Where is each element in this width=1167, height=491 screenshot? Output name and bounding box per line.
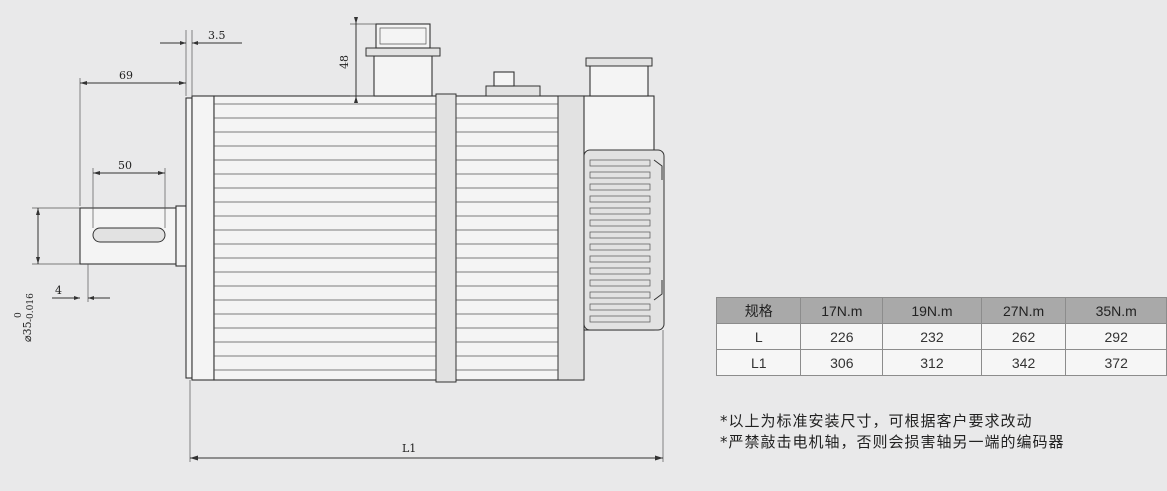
encoder-fin bbox=[589, 243, 651, 251]
encoder-fin bbox=[589, 219, 651, 227]
note-line: *严禁敲击电机轴，否则会损害轴另一端的编码器 bbox=[720, 433, 1065, 451]
note-line: *以上为标准安装尺寸，可根据客户要求改动 bbox=[720, 412, 1033, 430]
dim-key-length: 50 bbox=[118, 159, 132, 172]
spec-table: 规格 17N.m 19N.m 27N.m 35N.m L 226 232 262… bbox=[715, 297, 1167, 376]
encoder-fin bbox=[589, 291, 651, 299]
encoder-fin bbox=[589, 315, 651, 323]
encoder-fin bbox=[589, 183, 651, 191]
motor-shaft bbox=[79, 205, 189, 267]
shaft-diameter-base: ⌀35 bbox=[21, 321, 34, 342]
dim-shaft-to-flange: 69 bbox=[119, 69, 133, 82]
table-cell: 232 bbox=[882, 323, 982, 350]
dim-overall-length: L1 bbox=[402, 442, 416, 455]
table-cell: 306 bbox=[800, 349, 884, 376]
signal-connector bbox=[485, 71, 541, 97]
encoder-fin bbox=[589, 267, 651, 275]
motor-body bbox=[213, 93, 585, 383]
spec-table-header: 规格 17N.m 19N.m 27N.m 35N.m bbox=[715, 297, 1167, 324]
encoder-fin bbox=[589, 255, 651, 263]
encoder-fins bbox=[589, 159, 651, 323]
table-cell: 372 bbox=[1065, 349, 1167, 376]
encoder-fin bbox=[589, 231, 651, 239]
motor-flange bbox=[185, 95, 215, 381]
header-spec: 规格 bbox=[715, 297, 802, 324]
header-17nm: 17N.m bbox=[800, 297, 884, 324]
dim-key-offset: 4 bbox=[55, 284, 62, 297]
row-label: L1 bbox=[715, 349, 802, 376]
table-row: L1 306 312 342 372 bbox=[715, 349, 1167, 376]
dim-shaft-diameter: ⌀35 0 -0.016 bbox=[14, 293, 36, 342]
power-connector bbox=[365, 23, 441, 97]
table-cell: 262 bbox=[980, 323, 1067, 350]
dim-flange-thickness: 3.5 bbox=[208, 29, 226, 42]
encoder-fin bbox=[589, 195, 651, 203]
table-row: L 226 232 262 292 bbox=[715, 323, 1167, 350]
header-35nm: 35N.m bbox=[1065, 297, 1167, 324]
encoder-fin bbox=[589, 279, 651, 287]
shaft-tol-lower: -0.016 bbox=[26, 293, 36, 322]
encoder-fin bbox=[589, 207, 651, 215]
encoder-fin bbox=[589, 159, 651, 167]
notes: *以上为标准安装尺寸，可根据客户要求改动 *严禁敲击电机轴，否则会损害轴另一端的… bbox=[720, 411, 1065, 453]
shaft-tol-upper: 0 bbox=[14, 312, 24, 318]
encoder-housing bbox=[583, 57, 665, 331]
dimension-lines bbox=[32, 17, 664, 462]
dim-connector-height: 48 bbox=[338, 55, 351, 69]
cooling-fins bbox=[214, 103, 558, 371]
table-cell: 342 bbox=[980, 349, 1067, 376]
table-cell: 292 bbox=[1065, 323, 1167, 350]
table-cell: 312 bbox=[882, 349, 982, 376]
row-label: L bbox=[715, 323, 802, 350]
table-cell: 226 bbox=[800, 323, 884, 350]
encoder-fin bbox=[589, 171, 651, 179]
encoder-fin bbox=[589, 303, 651, 311]
header-19nm: 19N.m bbox=[882, 297, 982, 324]
header-27nm: 27N.m bbox=[980, 297, 1067, 324]
